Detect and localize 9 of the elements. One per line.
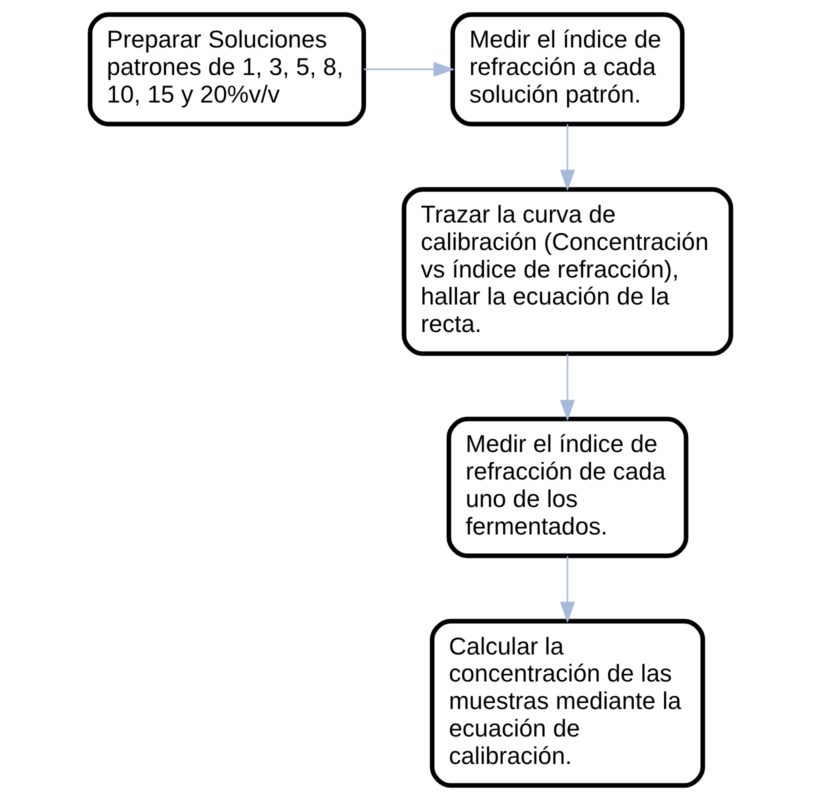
node-box: Medir el índice de refracción a cada solución patrón. xyxy=(450,12,684,126)
arrow xyxy=(560,556,574,624)
arrow xyxy=(560,354,574,422)
node-box: Trazar la curva de calibración (Concentración vs índice de refracción), hallar la ecuación de la recta. xyxy=(401,187,733,356)
arrow xyxy=(560,124,574,192)
node-box: Calcular la concentración de las muestras mediante la ecuación de calibración. xyxy=(429,618,705,788)
node-box: Preparar Soluciones patrones de 1, 3, 5, 8, 10, 15 y 20%v/v xyxy=(87,12,366,126)
node-box: Medir el índice de refracción de cada uno de los fermentados. xyxy=(446,416,688,558)
arrow xyxy=(363,62,454,77)
